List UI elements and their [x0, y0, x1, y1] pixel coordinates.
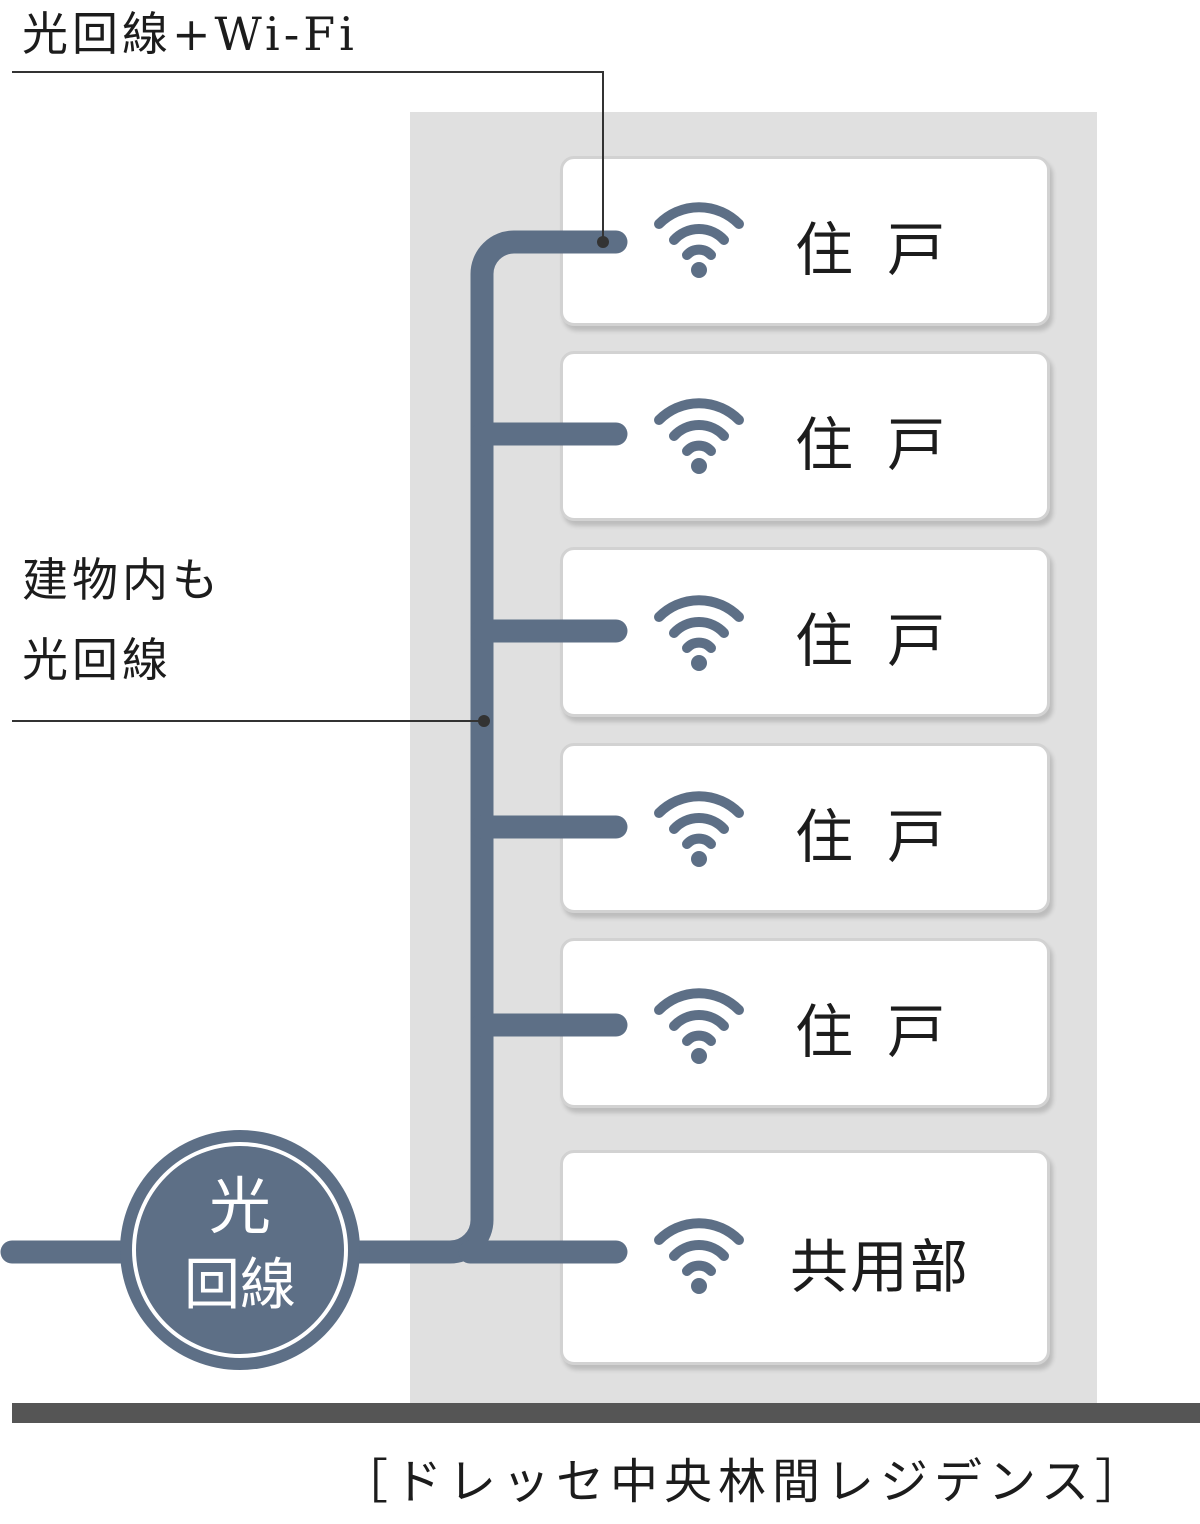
unit-card-2 [560, 351, 1050, 521]
building-caption: ［ドレッセ中央林間レジデンス］ [340, 1454, 1150, 1510]
unit-label-3: 住戸 [795, 607, 980, 675]
unit-card-3 [560, 547, 1050, 717]
unit-card-1 [560, 156, 1050, 326]
side-callout-line2: 光回線 [22, 633, 172, 687]
unit-card-4 [560, 743, 1050, 913]
wifi-icon [654, 1218, 744, 1294]
wifi-icon [654, 595, 744, 671]
top-callout-leader [12, 71, 604, 242]
common-area-label: 共用部 [790, 1233, 971, 1301]
unit-label-2: 住戸 [795, 411, 980, 479]
circle-label-line1: 光 [208, 1170, 271, 1243]
side-callout-line1: 建物内も [22, 553, 222, 607]
fiber-circle [120, 1130, 360, 1370]
unit-label-1: 住戸 [795, 216, 980, 284]
circle-label-line2: 回線 [184, 1253, 296, 1318]
unit-label-5: 住戸 [795, 998, 980, 1066]
fiber-main-line [0, 230, 628, 1264]
ground-line [12, 1403, 1200, 1423]
wifi-icon [654, 202, 744, 278]
top-callout-label: 光回線+Wi-Fi [22, 7, 358, 61]
wifi-icon [654, 398, 744, 474]
unit-label-4: 住戸 [795, 803, 980, 871]
wifi-icon [654, 988, 744, 1064]
fiber-circle-ring [132, 1142, 348, 1358]
side-callout-dot [478, 715, 490, 727]
unit-card-5 [560, 938, 1050, 1108]
wifi-icon [654, 791, 744, 867]
top-callout-dot [597, 236, 609, 248]
